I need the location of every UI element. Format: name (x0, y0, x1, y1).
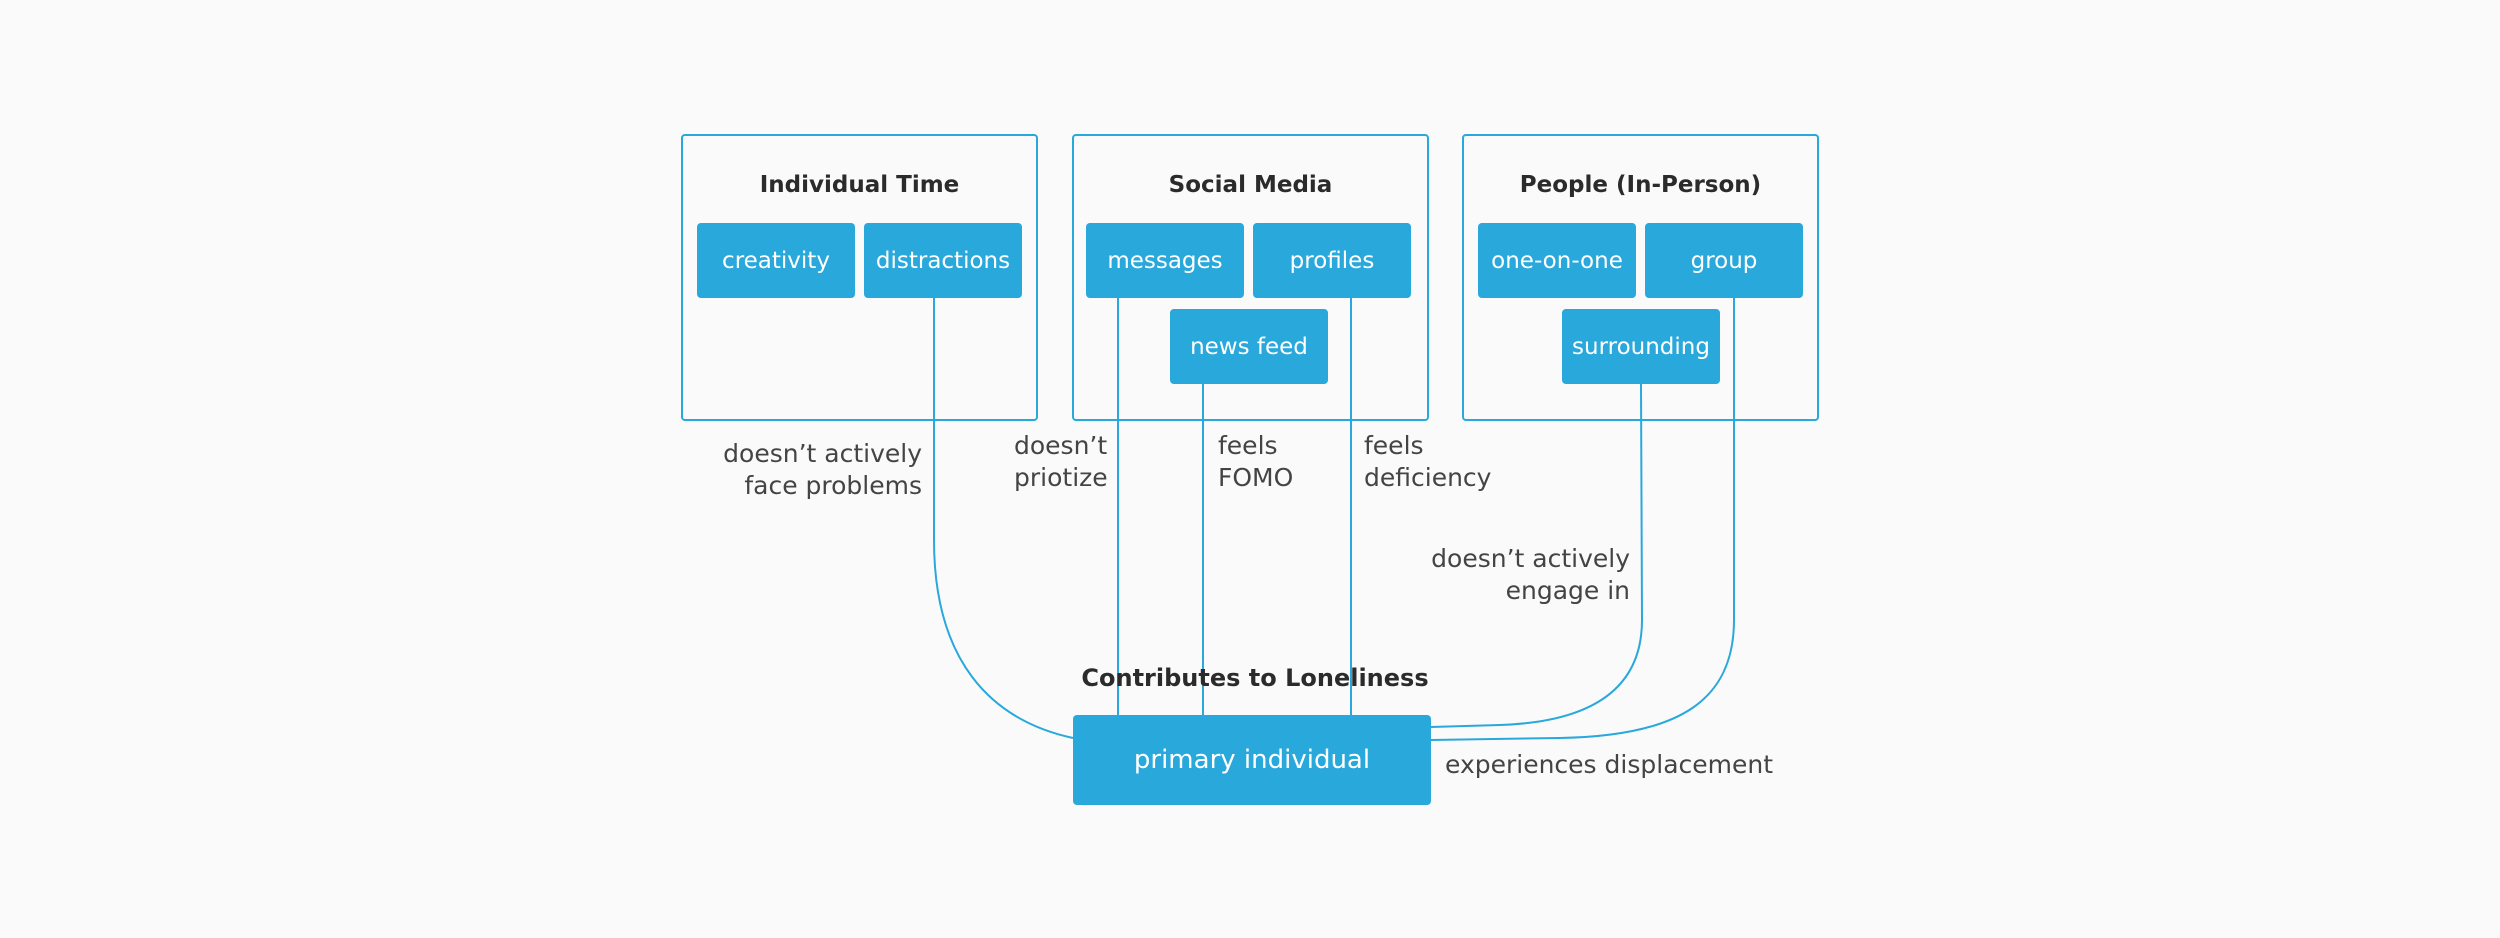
edge-surrounding (1430, 383, 1644, 728)
node-profiles[interactable]: profiles (1253, 223, 1411, 298)
edge-group (1430, 298, 1735, 741)
group-people-in-person: People (In-Person) (1462, 134, 1819, 421)
edge-label-group: experiences displacement (1445, 750, 1774, 779)
group-title: People (In-Person) (1519, 172, 1762, 198)
group-title: Individual Time (759, 172, 960, 198)
group-title: Social Media (1168, 172, 1333, 198)
node-surrounding[interactable]: surrounding (1562, 309, 1720, 384)
node-distractions[interactable]: distractions (864, 223, 1022, 298)
node-creativity[interactable]: creativity (697, 223, 855, 298)
group-individual-time: Individual Time (681, 134, 1038, 421)
node-messages[interactable]: messages (1086, 223, 1244, 298)
node-news-feed[interactable]: news feed (1170, 309, 1328, 384)
edge-label-surrounding: doesn’t actively engage in (1431, 544, 1630, 605)
edge-label-distractions: doesn’t actively face problems (723, 439, 922, 500)
edge-label-news-feed: feels FOMO (1218, 431, 1294, 492)
edge-label-messages: doesn’t priotize (1014, 431, 1108, 492)
edge-distractions (933, 298, 1074, 739)
target-title: Contributes to Loneliness (1081, 664, 1429, 692)
edge-label-profiles: feels deficiency (1364, 431, 1492, 492)
group-social-media: Social Media (1072, 134, 1429, 421)
node-group[interactable]: group (1645, 223, 1803, 298)
node-one-on-one[interactable]: one-on-one (1478, 223, 1636, 298)
node-primary-individual[interactable]: primary individual (1073, 715, 1431, 805)
